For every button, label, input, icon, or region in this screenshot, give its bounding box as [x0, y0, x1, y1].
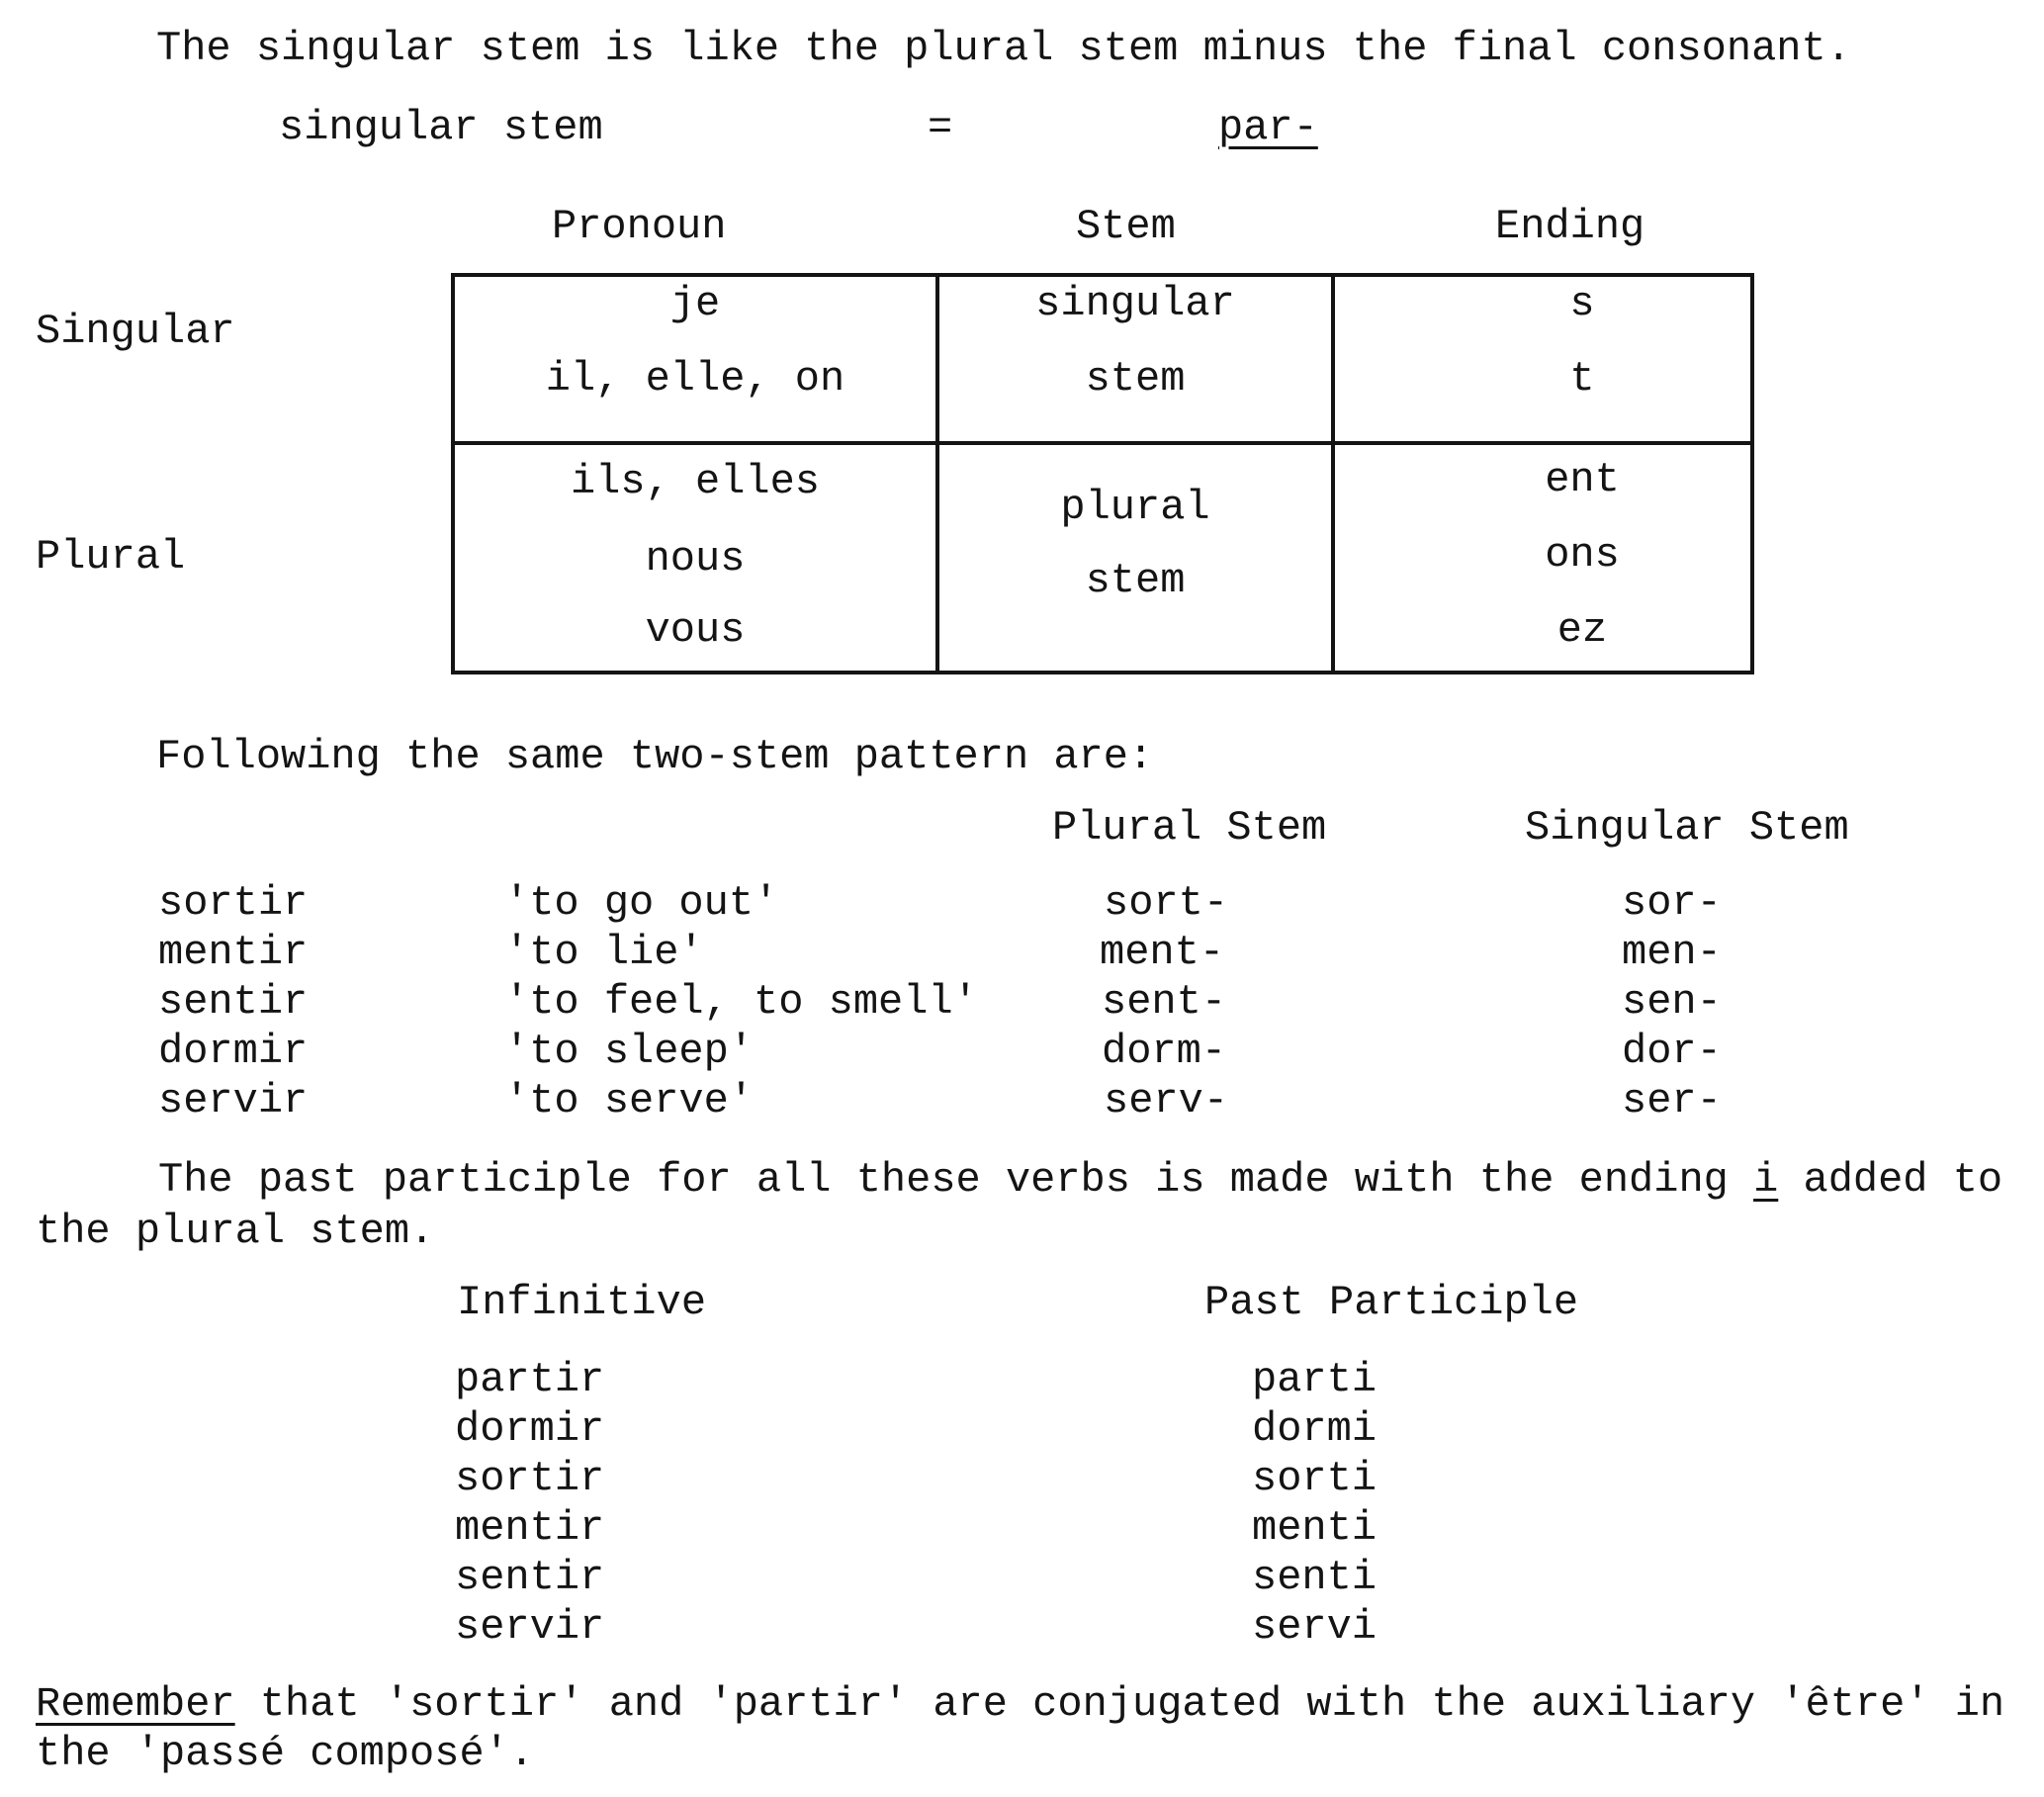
infinitive-item: sentir [455, 1554, 605, 1601]
pattern-gloss: 'to feel, to smell' [504, 978, 978, 1026]
label-singular: Singular [36, 308, 235, 355]
pattern-singular-stem: ser- [1622, 1077, 1722, 1124]
pattern-verb: sortir [158, 879, 309, 927]
infinitive-item: servir [455, 1603, 605, 1651]
pattern-singular-stem: sen- [1622, 978, 1722, 1026]
infinitive-item: mentir [455, 1504, 605, 1552]
pronoun-plural-3: vous [645, 606, 746, 654]
pattern-intro: Following the same two-stem pattern are: [156, 733, 1154, 780]
remember-line1: Remember that 'sortir' and 'partir' are … [36, 1680, 2005, 1728]
pattern-plural-stem: sent- [1102, 978, 1227, 1026]
infinitive-item: partir [455, 1356, 605, 1403]
table-col-divider-2 [1331, 273, 1335, 674]
header-infinitive: Infinitive [457, 1279, 707, 1326]
ending-singular-2: t [1569, 355, 1595, 403]
pattern-gloss: 'to serve' [504, 1077, 755, 1124]
pattern-verb: dormir [158, 1028, 309, 1075]
pattern-gloss: 'to lie' [504, 929, 704, 976]
formula-label: singular stem [279, 104, 603, 151]
ending-plural-3: ez [1556, 606, 1608, 654]
pronoun-singular-2: il, elle, on [545, 355, 845, 403]
participle-item: senti [1252, 1554, 1377, 1601]
stem-singular-2: stem [1085, 355, 1186, 403]
pattern-gloss: 'to sleep' [504, 1028, 755, 1075]
header-singular-stem: Singular Stem [1525, 804, 1849, 852]
remember-word: Remember [36, 1680, 235, 1728]
remember-line2: the 'passé composé'. [36, 1730, 535, 1777]
pronoun-plural-2: nous [645, 535, 746, 583]
infinitive-item: dormir [455, 1405, 605, 1453]
participle-item: sorti [1252, 1455, 1377, 1502]
ending-plural-1: ent [1545, 456, 1620, 503]
pronoun-singular-1: je [669, 280, 721, 327]
pattern-verb: servir [158, 1077, 309, 1124]
pattern-plural-stem: ment- [1100, 929, 1225, 976]
table-row-divider [451, 441, 1754, 445]
header-plural-stem: Plural Stem [1052, 804, 1327, 852]
header-stem: Stem [1076, 203, 1176, 250]
pattern-singular-stem: men- [1622, 929, 1722, 976]
pattern-verb: mentir [158, 929, 309, 976]
stem-plural-1: plural [1060, 484, 1210, 531]
pattern-plural-stem: sort- [1104, 879, 1229, 927]
intro-sentence: The singular stem is like the plural ste… [156, 25, 1851, 72]
pronoun-plural-1: ils, elles [570, 458, 821, 505]
pattern-gloss: 'to go out' [504, 879, 779, 927]
label-plural: Plural [36, 533, 186, 581]
conjugation-table [451, 273, 1754, 674]
pattern-verb: sentir [158, 978, 309, 1026]
pattern-plural-stem: serv- [1104, 1077, 1229, 1124]
participle-item: dormi [1252, 1405, 1377, 1453]
formula-value: par- [1218, 104, 1318, 151]
ending-plural-2: ons [1545, 531, 1620, 579]
pattern-singular-stem: sor- [1622, 879, 1722, 927]
participle-rule-line2: the plural stem. [36, 1208, 435, 1255]
participle-item: servi [1252, 1603, 1377, 1651]
stem-singular-1: singular [1035, 280, 1235, 327]
pattern-singular-stem: dor- [1622, 1028, 1722, 1075]
participle-item: menti [1252, 1504, 1377, 1552]
ending-singular-1: s [1569, 280, 1595, 327]
header-ending: Ending [1495, 203, 1645, 250]
participle-item: parti [1252, 1356, 1377, 1403]
stem-plural-2: stem [1085, 557, 1186, 604]
formula-equals: = [928, 104, 953, 151]
table-col-divider-1 [935, 273, 939, 674]
infinitive-item: sortir [455, 1455, 605, 1502]
participle-ending: i [1753, 1156, 1779, 1204]
header-past-participle: Past Participle [1204, 1279, 1579, 1326]
pattern-plural-stem: dorm- [1102, 1028, 1227, 1075]
participle-rule-line1: The past participle for all these verbs … [158, 1156, 2003, 1204]
header-pronoun: Pronoun [552, 203, 727, 250]
